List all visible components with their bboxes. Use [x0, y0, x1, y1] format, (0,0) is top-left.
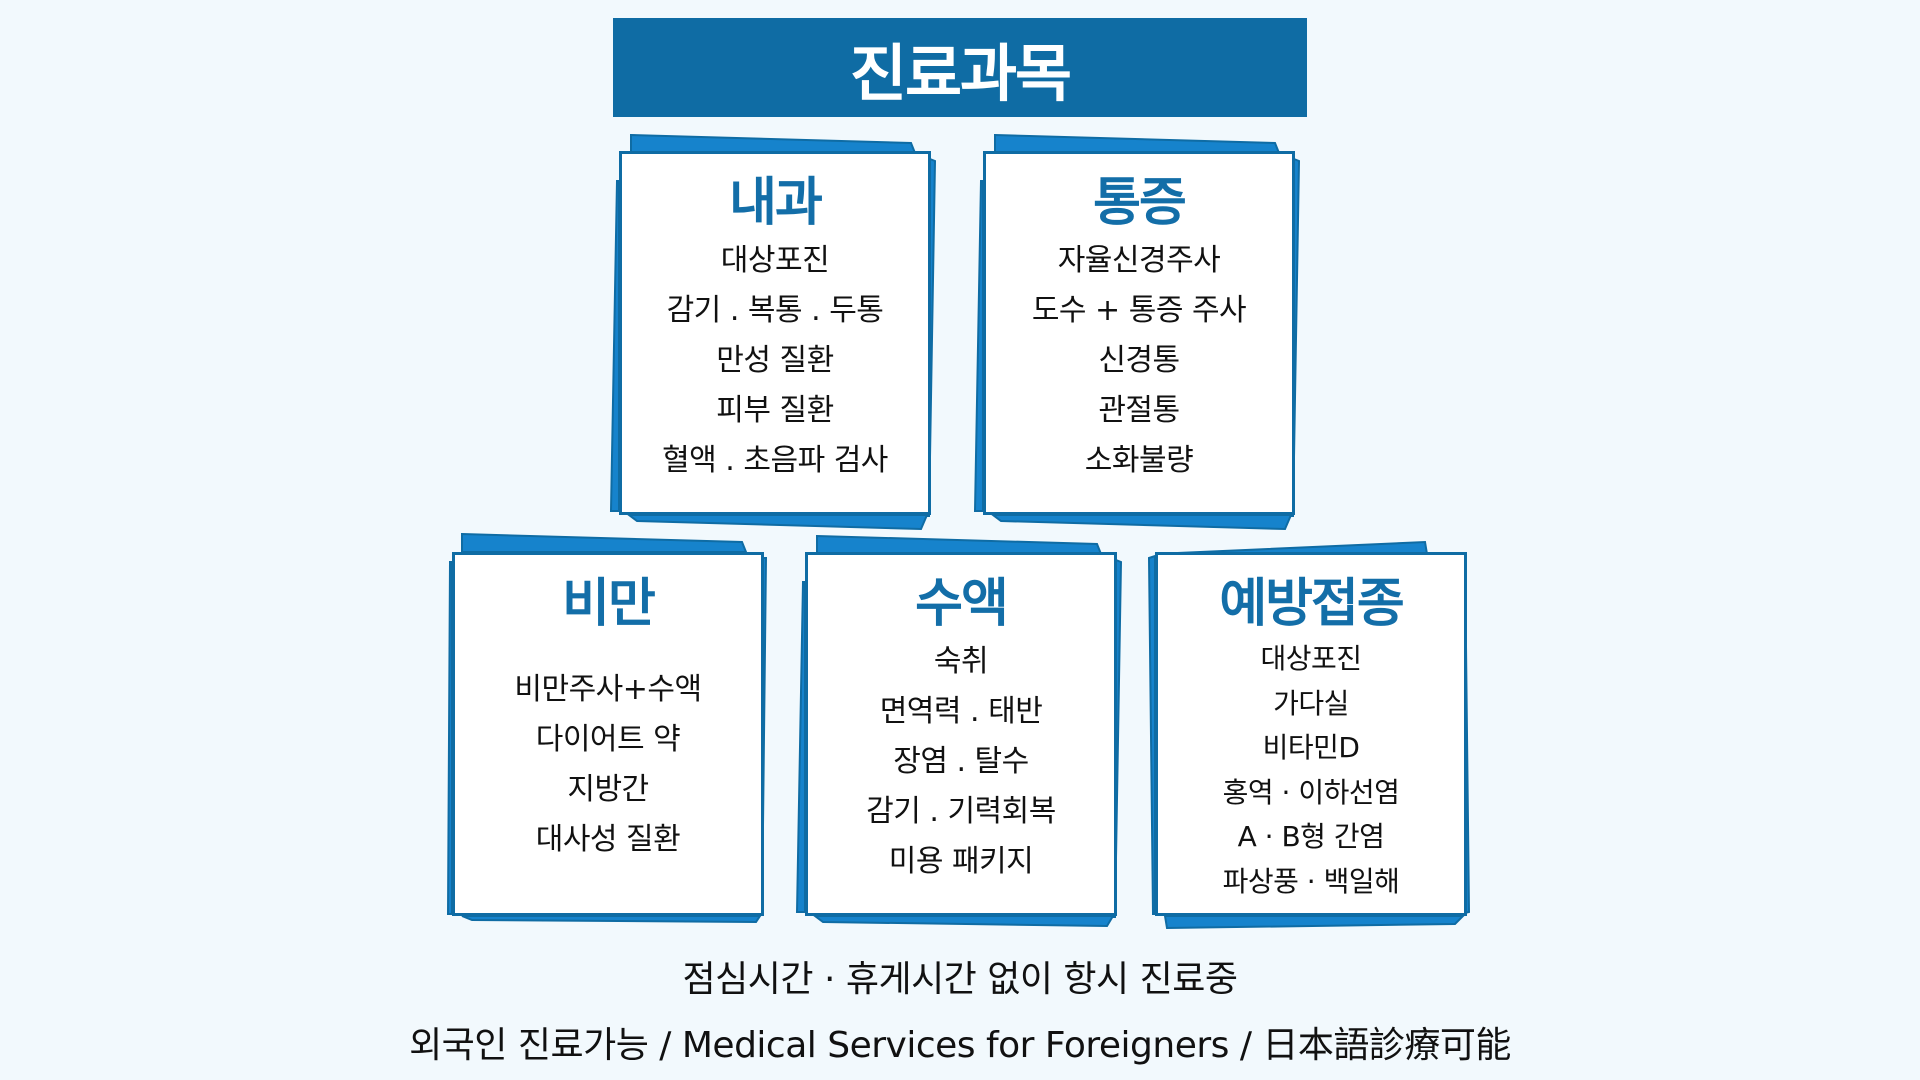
- department-item: 피부 질환: [716, 393, 834, 428]
- department-item: 자율신경주사: [1057, 243, 1221, 278]
- department-item-list: 비만주사+수액 다이어트 약 지방간 대사성 질환: [514, 665, 702, 865]
- department-heading: 수액: [915, 574, 1009, 634]
- department-item: 지방간: [567, 772, 649, 807]
- department-item: 비만주사+수액: [514, 672, 702, 707]
- department-item-list: 숙취 면역력 . 태반 장염 . 탈수 감기 . 기력회복 미용 패키지: [866, 637, 1056, 887]
- department-item: 도수 + 통증 주사: [1031, 293, 1247, 328]
- department-item: 가다실: [1273, 686, 1349, 720]
- department-heading: 비만: [562, 574, 656, 634]
- department-item-list: 대상포진 가다실 비타민D 홍역 · 이하선염 A · B형 간염 파상풍 · …: [1223, 637, 1400, 904]
- department-item: 신경통: [1098, 343, 1180, 378]
- title-banner: 진료과목: [613, 18, 1307, 117]
- department-item: 혈액 . 초음파 검사: [662, 443, 888, 478]
- hours-notice: 점심시간 · 휴게시간 없이 항시 진료중: [682, 959, 1238, 1000]
- department-item: 홍역 · 이하선염: [1222, 775, 1400, 809]
- department-item: 다이어트 약: [535, 722, 681, 757]
- department-item: 대상포진: [1260, 642, 1362, 675]
- department-item: 소화불량: [1084, 443, 1194, 478]
- department-card-vaccination: 예방접종 대상포진 가다실 비타민D 홍역 · 이하선염 A · B형 간염 파…: [1147, 540, 1471, 930]
- department-item: 장염 . 탈수: [893, 744, 1029, 779]
- department-item: 대상포진: [720, 243, 830, 278]
- page-title: 진료과목: [849, 36, 1072, 110]
- department-card-pain: 통증 자율신경주사 도수 + 통증 주사 신경통 관절통 소화불량: [973, 133, 1301, 531]
- department-card-iv-therapy: 수액 숙취 면역력 . 태반 장염 . 탈수 감기 . 기력회복 미용 패키지: [795, 534, 1123, 928]
- department-item-list: 대상포진 감기 . 복통 . 두통 만성 질환 피부 질환 혈액 . 초음파 검…: [662, 236, 888, 486]
- department-item: 감기 . 복통 . 두통: [666, 293, 884, 328]
- department-item: 파상풍 · 백일해: [1222, 864, 1400, 898]
- department-item: 숙취: [933, 644, 989, 679]
- department-item: 관절통: [1098, 393, 1180, 428]
- department-item: 만성 질환: [716, 343, 834, 378]
- foreigner-services-notice: 외국인 진료가능 / Medical Services for Foreigne…: [409, 1025, 1511, 1066]
- department-heading: 통증: [1093, 173, 1187, 233]
- department-heading: 내과: [729, 173, 823, 233]
- department-card-obesity: 비만 비만주사+수액 다이어트 약 지방간 대사성 질환: [446, 532, 768, 924]
- department-heading: 예방접종: [1219, 574, 1404, 634]
- department-item-list: 자율신경주사 도수 + 통증 주사 신경통 관절통 소화불량: [1031, 236, 1247, 486]
- department-item: 비타민D: [1262, 731, 1360, 764]
- department-item: 감기 . 기력회복: [866, 794, 1056, 829]
- department-item: 대사성 질환: [535, 822, 681, 857]
- department-item: 미용 패키지: [888, 844, 1034, 879]
- department-item: A · B형 간염: [1237, 820, 1385, 853]
- department-item: 면역력 . 태반: [879, 694, 1043, 729]
- department-card-internal-medicine: 내과 대상포진 감기 . 복통 . 두통 만성 질환 피부 질환 혈액 . 초음…: [609, 133, 937, 531]
